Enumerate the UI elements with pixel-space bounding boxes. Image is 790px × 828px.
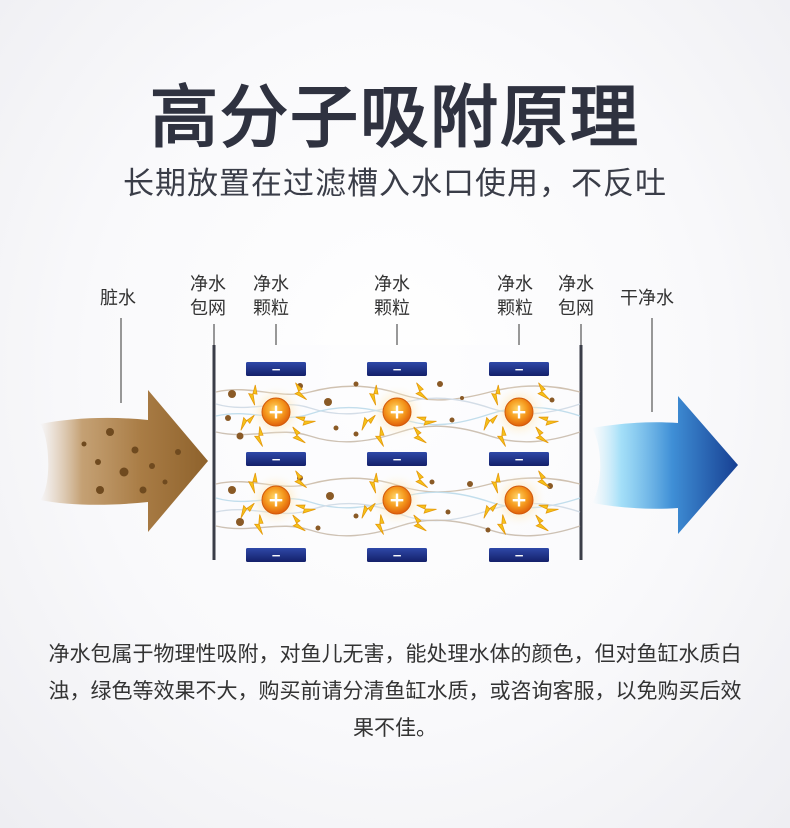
label-particle-2-line2: 颗粒: [374, 298, 410, 319]
negative-plate: −: [246, 452, 306, 467]
label-clean-water: 干净水: [620, 288, 674, 309]
lightning-icon: [361, 502, 376, 519]
lightning-icon: [483, 502, 498, 519]
negative-plate: −: [489, 452, 549, 467]
negative-plate: −: [246, 362, 306, 377]
lightning-icon: [361, 414, 376, 431]
lightning-icon: [369, 472, 379, 494]
label-particle-3: 净水 颗粒: [497, 273, 533, 321]
negative-plate: −: [367, 362, 427, 377]
label-particle-3-line2: 颗粒: [497, 298, 533, 319]
clean-water-arrow: [592, 396, 738, 534]
lightning-icon: [538, 504, 559, 514]
lightning-icon: [295, 504, 316, 514]
lightning-icon: [253, 426, 264, 447]
negative-sign: −: [271, 453, 281, 467]
page-subtitle: 长期放置在过滤槽入水口使用，不反吐: [123, 166, 667, 202]
lightning-icon: [295, 416, 316, 426]
positive-particle: +: [483, 382, 559, 447]
lightning-icon: [496, 514, 507, 535]
lightning-icon: [415, 470, 428, 488]
lightning-icon: [374, 514, 385, 535]
negative-plates: − − − − − − − − −: [246, 362, 549, 563]
description-text: 净水包属于物理性吸附，对鱼儿无害，能处理水体的颜色，但对鱼缸水质白浊，绿色等效果…: [48, 642, 742, 740]
lightning-icon: [535, 426, 549, 444]
lightning-icon: [537, 382, 550, 400]
negative-sign: −: [392, 363, 402, 377]
lightning-icon: [491, 384, 501, 406]
lightning-icon: [253, 514, 264, 535]
lightning-icon: [413, 514, 427, 532]
negative-plate: −: [367, 452, 427, 467]
lightning-icon: [294, 382, 307, 400]
negative-plate: −: [367, 548, 427, 563]
lightning-icon: [240, 502, 255, 519]
negative-sign: −: [392, 549, 402, 563]
lightning-icon: [416, 416, 437, 426]
label-particle-1: 净水 颗粒: [253, 273, 289, 321]
lightning-icon: [292, 426, 306, 444]
label-particle-1-line1: 净水: [253, 274, 289, 295]
lightning-icon: [294, 470, 307, 488]
page-title: 高分子吸附原理: [149, 79, 640, 158]
filter-chamber: − − − − − − − − − + + + + + +: [212, 345, 583, 563]
label-net-bag-left-line2: 包网: [190, 298, 226, 319]
label-net-bag-left-line1: 净水: [190, 274, 226, 295]
lightning-icon: [537, 470, 550, 488]
label-particle-3-line1: 净水: [497, 274, 533, 295]
lightning-icon: [374, 426, 385, 447]
label-particle-2: 净水 颗粒: [374, 273, 410, 321]
label-particle-2-line1: 净水: [374, 274, 410, 295]
lightning-icon: [535, 514, 549, 532]
dirt-specks: [81, 428, 181, 494]
chamber-dirt-particles: [225, 381, 555, 533]
lightning-icon: [483, 414, 498, 431]
negative-sign: −: [514, 363, 524, 377]
positive-sign: +: [268, 488, 285, 512]
lightning-icon: [248, 384, 258, 406]
negative-sign: −: [271, 363, 281, 377]
lightning-icon: [496, 426, 507, 447]
lightning-icon: [416, 504, 437, 514]
label-net-bag-right: 净水 包网: [558, 273, 594, 321]
positive-particles: + + + + + +: [240, 382, 559, 535]
positive-sign: +: [389, 488, 406, 512]
leader-lines: [120, 318, 653, 412]
lightning-icon: [292, 514, 306, 532]
positive-particle: +: [483, 470, 559, 535]
lightning-icon: [538, 416, 559, 426]
lightning-icon: [369, 384, 379, 406]
negative-sign: −: [514, 453, 524, 467]
negative-plate: −: [489, 548, 549, 563]
negative-plate: −: [489, 362, 549, 377]
negative-sign: −: [271, 549, 281, 563]
positive-sign: +: [511, 400, 528, 424]
lightning-icon: [248, 472, 258, 494]
lightning-icon: [491, 472, 501, 494]
dirty-water-arrow: [40, 390, 208, 532]
label-net-bag-left: 净水 包网: [190, 273, 226, 321]
negative-sign: −: [514, 549, 524, 563]
negative-plate: −: [246, 548, 306, 563]
positive-sign: +: [268, 400, 285, 424]
negative-sign: −: [392, 453, 402, 467]
positive-particle: +: [240, 382, 316, 447]
lightning-icon: [240, 414, 255, 431]
positive-particle: +: [240, 470, 316, 535]
positive-sign: +: [389, 400, 406, 424]
label-net-bag-right-line2: 包网: [558, 298, 594, 319]
lightning-icon: [415, 382, 428, 400]
label-particle-1-line2: 颗粒: [253, 298, 289, 319]
label-dirty-water: 脏水: [100, 288, 136, 309]
positive-particle: +: [361, 382, 437, 447]
lightning-icon: [413, 426, 427, 444]
positive-sign: +: [511, 488, 528, 512]
positive-particle: +: [361, 470, 437, 535]
label-net-bag-right-line1: 净水: [558, 274, 594, 295]
